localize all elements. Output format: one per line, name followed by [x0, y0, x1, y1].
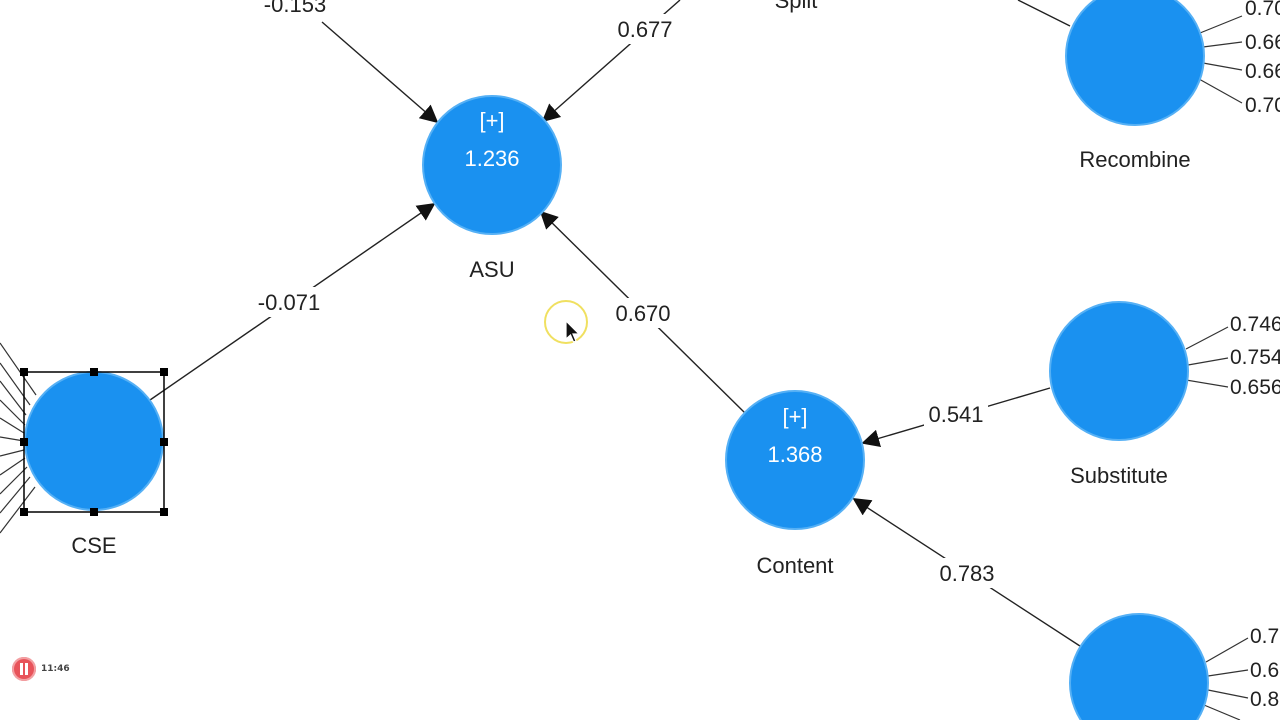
indicator-label: 0.656: [1230, 376, 1280, 399]
node-content-circle[interactable]: [725, 390, 865, 530]
pause-icon[interactable]: [12, 657, 36, 681]
node-substitute[interactable]: [1049, 301, 1189, 441]
indicator-label: 0.7: [1250, 625, 1279, 648]
recombine-indicator-lines: [1198, 15, 1243, 104]
recombine-indicator-labels: 0.70 0.66 0.66 0.70: [1245, 0, 1280, 117]
node-bottom-right[interactable]: [1069, 613, 1209, 720]
indicator-label: 0.6: [1250, 659, 1279, 682]
node-cse-circle[interactable]: [24, 371, 164, 511]
resize-handle[interactable]: [160, 508, 168, 516]
path-label-top-left: -0.153: [264, 0, 326, 17]
node-asu-circle[interactable]: [422, 95, 562, 235]
edge-top-left-to-asu[interactable]: [321, 21, 439, 124]
resize-handle[interactable]: [160, 438, 168, 446]
indicator-label: 0.70: [1245, 94, 1280, 117]
node-content-value: 1.368: [767, 442, 822, 467]
path-label-cse-asu: -0.071: [258, 290, 320, 315]
indicator-label: 0.8: [1250, 688, 1279, 711]
recorder-time: 11:46: [41, 664, 70, 674]
node-label-substitute: Substitute: [1070, 463, 1168, 488]
mouse-pointer-icon: [565, 320, 581, 343]
indicator-label: 0.66: [1245, 31, 1280, 54]
resize-handle[interactable]: [20, 508, 28, 516]
node-asu[interactable]: [+] 1.236: [422, 95, 562, 235]
indicator-label: 0.70: [1245, 0, 1280, 20]
indicator-label: 0.746: [1230, 313, 1280, 336]
path-label-content-asu: 0.670: [615, 301, 670, 326]
indicator-label: 0.754: [1230, 346, 1280, 369]
resize-handle[interactable]: [90, 508, 98, 516]
node-label-cse: CSE: [71, 533, 116, 558]
node-label-asu: ASU: [469, 257, 514, 282]
node-asu-value: 1.236: [464, 146, 519, 171]
path-label-substitute-content: 0.541: [928, 402, 983, 427]
bottom-indicator-labels: 0.7 0.6 0.8: [1250, 625, 1279, 711]
cse-indicator-lines: [0, 342, 37, 534]
resize-handle[interactable]: [90, 368, 98, 376]
node-content[interactable]: [+] 1.368: [725, 390, 865, 530]
node-label-content: Content: [756, 553, 833, 578]
bottom-indicator-lines: [1203, 637, 1249, 720]
resize-handle[interactable]: [20, 438, 28, 446]
cursor-highlight: [544, 300, 588, 344]
recorder-controls: 11:46: [12, 657, 70, 681]
substitute-indicator-labels: 0.746 0.754 0.656: [1230, 313, 1280, 399]
node-asu-expand[interactable]: [+]: [479, 108, 504, 133]
node-label-recombine: Recombine: [1079, 147, 1190, 172]
node-content-expand[interactable]: [+]: [782, 404, 807, 429]
edge-recombine-incoming: [1017, 0, 1071, 27]
path-label-split-asu: 0.677: [617, 17, 672, 42]
substitute-indicator-lines: [1185, 326, 1229, 388]
indicator-label: 0.66: [1245, 60, 1280, 83]
resize-handle[interactable]: [160, 368, 168, 376]
node-cse[interactable]: [20, 368, 168, 516]
node-recombine[interactable]: [1065, 0, 1205, 126]
path-label-bottom-content: 0.783: [939, 561, 994, 586]
node-label-split: Split: [775, 0, 818, 13]
resize-handle[interactable]: [20, 368, 28, 376]
